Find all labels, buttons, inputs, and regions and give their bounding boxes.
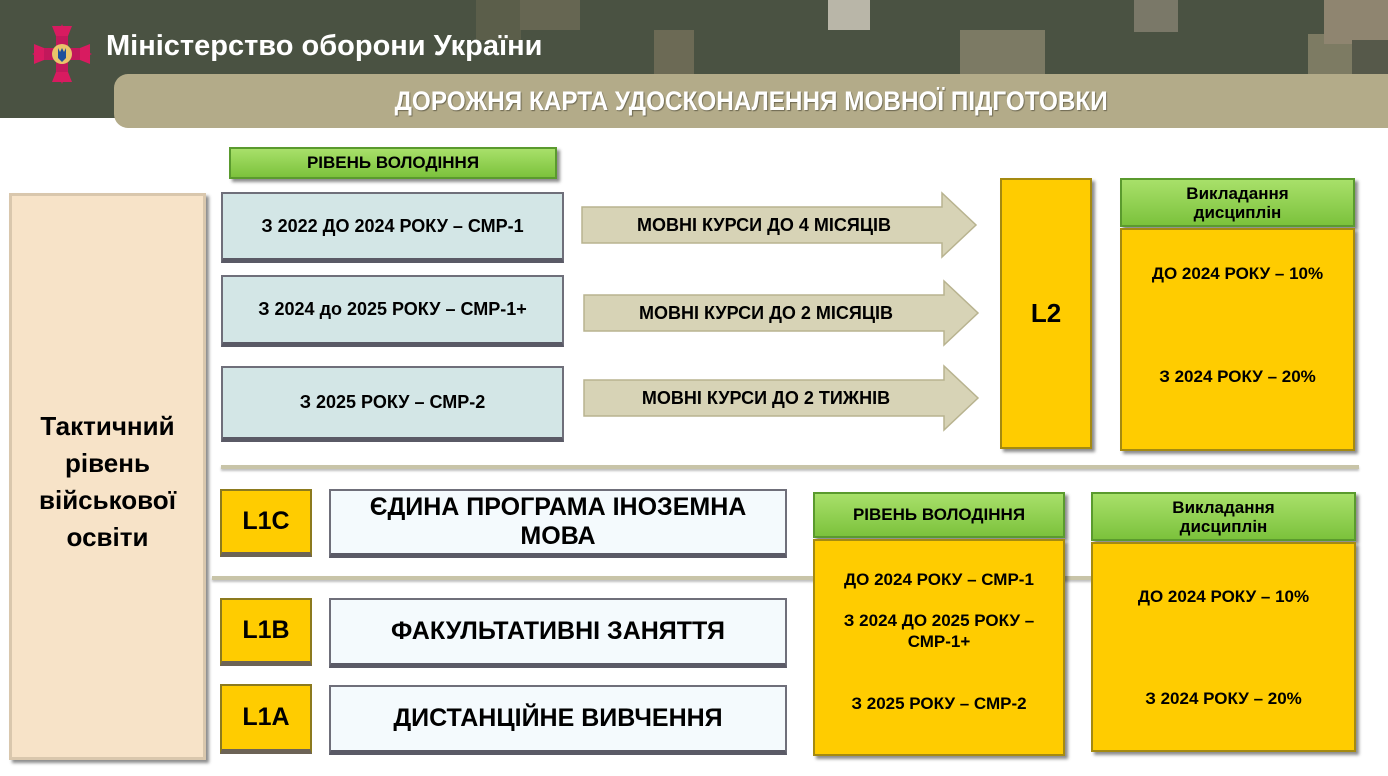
tactical-label-line: освіти — [66, 521, 149, 552]
proficiency-item: СМР-1+ — [907, 632, 971, 651]
roadmap-title-band: ДОРОЖНЯ КАРТА УДОСКОНАЛЕННЯ МОВНОЇ ПІДГО… — [114, 74, 1388, 128]
level-l2-box: L2 — [1000, 178, 1092, 449]
level-box-smr1: З 2022 ДО 2024 РОКУ – СМР-1 — [221, 192, 564, 263]
lower-proficiency-box: ДО 2024 РОКУ – СМР-1 З 2024 ДО 2025 РОКУ… — [813, 539, 1065, 756]
teaching-disciplines-header: Викладання дисциплін — [1120, 178, 1355, 227]
course-arrow-label: МОВНІ КУРСИ ДО 2 ТИЖНІВ — [641, 387, 891, 408]
level-l1b-label: L1B — [220, 598, 312, 666]
level-l1a-label: L1A — [220, 684, 312, 754]
level-box-smr2: З 2025 РОКУ – СМР-2 — [221, 366, 564, 442]
tactical-level-box: Тактичний рівень військової освіти — [9, 193, 206, 760]
tactical-label-line: військової — [38, 484, 177, 515]
course-arrow-4-months: МОВНІ КУРСИ ДО 4 МІСЯЦІВ — [580, 191, 978, 259]
roadmap-title: ДОРОЖНЯ КАРТА УДОСКОНАЛЕННЯ МОВНОЇ ПІДГО… — [394, 85, 1108, 116]
camo-patch — [828, 0, 870, 30]
teaching-header-line: дисциплін — [1193, 202, 1282, 222]
teaching-item: З 2024 РОКУ – 20% — [1145, 689, 1302, 708]
camo-patch — [1134, 0, 1178, 32]
level-l1c-label: L1C — [220, 489, 312, 557]
proficiency-item: З 2025 РОКУ – СМР-2 — [851, 694, 1027, 713]
camo-patch — [654, 30, 694, 75]
camo-patch — [960, 30, 1045, 75]
tactical-label-line: Тактичний — [40, 410, 175, 441]
tactical-label-line: рівень — [65, 447, 150, 478]
teaching-header-line: Викладання — [1172, 497, 1275, 517]
teaching-item: ДО 2024 РОКУ – 10% — [1151, 264, 1324, 283]
proficiency-item: ДО 2024 РОКУ – СМР-1 — [844, 570, 1034, 589]
teaching-disciplines-box: ДО 2024 РОКУ – 10% З 2024 РОКУ – 20% — [1120, 228, 1355, 451]
proficiency-item: З 2024 ДО 2025 РОКУ – — [843, 611, 1035, 630]
course-arrow-label: МОВНІ КУРСИ ДО 2 МІСЯЦІВ — [638, 302, 894, 323]
lower-proficiency-header: РІВЕНЬ ВОЛОДІННЯ — [813, 492, 1065, 538]
camo-patch — [476, 0, 521, 40]
teaching-item: ДО 2024 РОКУ – 10% — [1137, 587, 1310, 606]
unified-program-box: ЄДИНА ПРОГРАМА ІНОЗЕМНА МОВА — [329, 489, 787, 558]
ministry-title: Міністерство оборони України — [106, 30, 543, 62]
camo-patch — [520, 0, 580, 30]
teaching-header-line: Викладання — [1186, 183, 1289, 203]
camo-patch — [1324, 0, 1388, 44]
teaching-item: З 2024 РОКУ – 20% — [1159, 367, 1316, 386]
course-arrow-2-months: МОВНІ КУРСИ ДО 2 МІСЯЦІВ — [582, 279, 980, 347]
lower-teaching-header: Викладання дисциплін — [1091, 492, 1356, 541]
armed-forces-cross-emblem-icon — [30, 22, 94, 86]
lower-teaching-box: ДО 2024 РОКУ – 10% З 2024 РОКУ – 20% — [1091, 542, 1356, 752]
course-arrow-label: МОВНІ КУРСИ ДО 4 МІСЯЦІВ — [636, 214, 892, 235]
section-divider — [212, 576, 1092, 580]
section-divider — [221, 465, 1359, 469]
level-box-smr1plus: З 2024 до 2025 РОКУ – СМР-1+ — [221, 275, 564, 347]
course-arrow-2-weeks: МОВНІ КУРСИ ДО 2 ТИЖНІВ — [582, 364, 980, 432]
optional-classes-box: ФАКУЛЬТАТИВНІ ЗАНЯТТЯ — [329, 598, 787, 668]
distance-learning-box: ДИСТАНЦІЙНЕ ВИВЧЕННЯ — [329, 685, 787, 755]
proficiency-level-header: РІВЕНЬ ВОЛОДІННЯ — [229, 147, 557, 179]
teaching-header-line: дисциплін — [1179, 516, 1268, 536]
camo-patch — [1352, 40, 1388, 78]
